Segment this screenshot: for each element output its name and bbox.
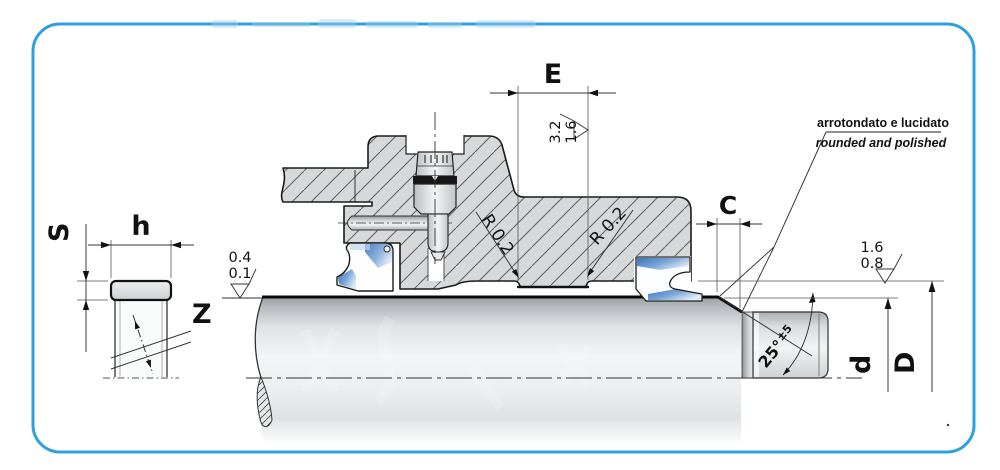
rod-body <box>255 297 741 441</box>
dimension-S: S <box>44 223 108 352</box>
rod-section <box>254 295 829 441</box>
top-watermark-remnant <box>212 19 536 28</box>
surface-finish-groove-top: 3.2 <box>548 120 564 143</box>
grease-fitting <box>405 112 465 264</box>
rod-break-hatch <box>256 375 273 428</box>
surface-finish-detail-top: 0.4 <box>228 250 251 266</box>
dim-label-s: S <box>44 223 75 242</box>
fitting-tip <box>430 251 446 261</box>
dimension-d: d <box>724 297 898 392</box>
surface-finish-rod-top: 1.6 <box>860 240 883 256</box>
fitting-stem <box>427 213 449 253</box>
note-line2-english: rounded and polished <box>816 136 947 150</box>
ring-side-view <box>115 300 167 377</box>
wiper-seal-right <box>634 256 703 302</box>
gap-cut-lines <box>110 330 192 370</box>
dim-label-h: h <box>131 211 150 242</box>
rod-seal-left <box>336 242 394 292</box>
pilot-highlight <box>754 313 759 377</box>
dim-label-c: C <box>719 191 737 220</box>
dimension-C: C <box>696 191 762 308</box>
dim-label-d-big: D <box>890 352 921 374</box>
note-rounded-polished: arrotondato e lucidato rounded and polis… <box>719 116 949 313</box>
dimension-E: E <box>490 59 616 280</box>
surface-finish-detail: 0.4 0.1 <box>222 250 262 299</box>
dim-label-d-small: d <box>846 355 877 374</box>
dimension-h: h <box>88 211 194 278</box>
ring-cross-section <box>109 279 173 302</box>
rod-end-face-band <box>741 311 754 379</box>
rod-left-edge <box>254 296 264 379</box>
surface-finish-detail-bottom: 0.1 <box>228 266 251 282</box>
dim-label-z: Z <box>192 299 212 330</box>
dimension-D: D <box>698 280 944 392</box>
housing-section <box>280 135 692 290</box>
surface-finish-groove-bottom: 1.6 <box>564 120 580 143</box>
seal-notch <box>383 245 391 253</box>
detail-view-guide-ring: Z h S <box>44 211 212 379</box>
dim-label-e: E <box>544 59 562 90</box>
page-border <box>31 22 976 454</box>
note-line1-italian: arrotondato e lucidato <box>817 116 949 130</box>
stray-dot <box>946 423 950 427</box>
surface-finish-groove: 3.2 1.6 <box>548 113 589 144</box>
surface-finish-rod-bottom: 0.8 <box>860 256 883 272</box>
surface-finish-rod: 1.6 0.8 <box>860 240 903 284</box>
horizontal-grease-channel <box>347 215 435 231</box>
